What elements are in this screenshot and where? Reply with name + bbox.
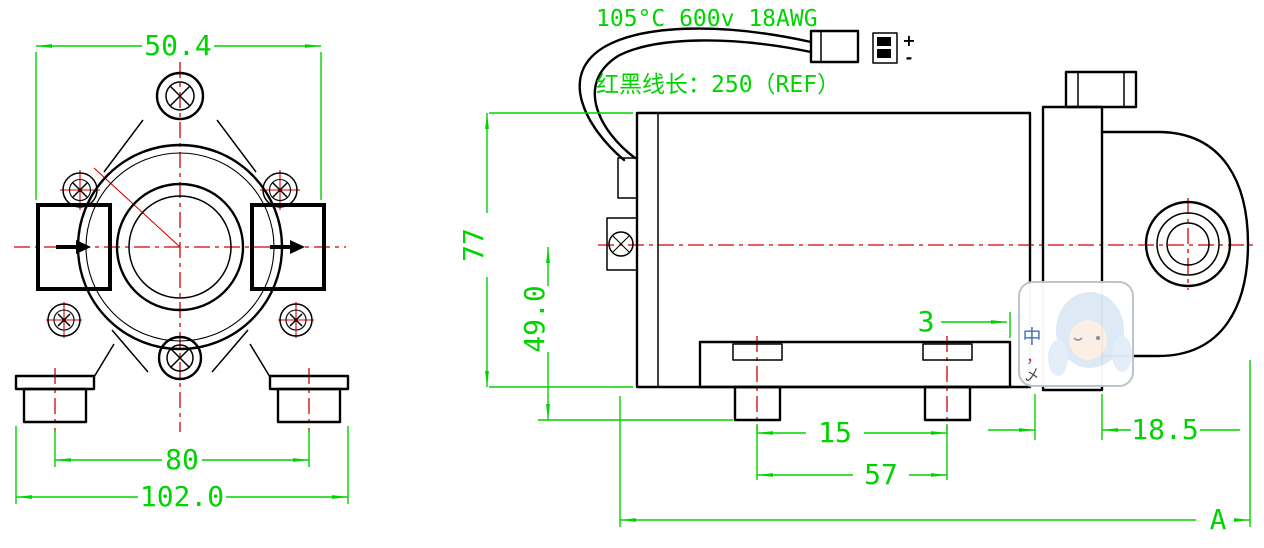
wire-spec-note: 105°C 600v 18AWG [596, 6, 818, 32]
top-screw [155, 71, 205, 121]
dim-height-label: 77 [457, 228, 490, 262]
motor-body [635, 111, 1032, 389]
pump-body-side [606, 70, 1250, 422]
plus-mark: + [902, 31, 915, 50]
dim-foot-slot-label: 15 [818, 416, 852, 449]
wire-length-note: 红黑线长：250（REF） [596, 72, 840, 98]
bottom-screw [157, 335, 203, 381]
pump-front-view: 50.4 80 102.0 [14, 29, 350, 513]
dim-overall-width-label: 102.0 [140, 480, 224, 513]
left-foot [733, 385, 782, 422]
left-mounting-foot [14, 343, 115, 424]
dim-foot-span-label: 57 [864, 458, 898, 491]
minus-mark: - [906, 48, 913, 67]
dim-bolt-span-label: 80 [165, 443, 199, 476]
diaphragm-ring-outer [115, 182, 245, 312]
wire-boss [617, 157, 638, 199]
pump-head-profile [1100, 130, 1250, 358]
front-dimensions: 50.4 80 102.0 [15, 29, 349, 513]
right-mounting-foot [249, 343, 350, 424]
mounting-base [698, 340, 1012, 422]
watermark-glyph-1: 中 [1022, 326, 1041, 348]
watermark-glyph-2: ， [1026, 347, 1042, 366]
terminal-block: + - [872, 31, 916, 67]
side-dimensions: 77 49.0 3 15 57 18.5 [457, 112, 1251, 536]
dim-end-cap-label: 18.5 [1131, 413, 1198, 446]
watermark-glyph-3: 乄 [1025, 368, 1039, 384]
bleed-valve [606, 217, 638, 271]
wire-connector [809, 29, 860, 64]
lower-right-screw [279, 303, 313, 337]
outlet-port-circle [1144, 200, 1232, 288]
outlet-port [250, 203, 326, 291]
dim-center-to-base-label: 49.0 [518, 285, 551, 352]
inlet-port [36, 203, 112, 291]
wire-annotations: 105°C 600v 18AWG 红黑线长：250（REF） [596, 6, 840, 98]
lower-left-screw [47, 303, 81, 337]
watermark-sticker: 中 ， 乄 [1018, 281, 1134, 387]
anime-figure-face [1069, 320, 1107, 360]
dim-gap-label: 3 [918, 305, 935, 338]
terminal-housing [1064, 70, 1138, 109]
right-foot [923, 385, 972, 422]
power-wire [578, 27, 813, 162]
pump-side-view: + - 77 49.0 3 15 [457, 6, 1257, 536]
dim-top-width-label: 50.4 [144, 29, 211, 62]
diaphragm-ring-inner [128, 195, 232, 299]
dim-overall-length-label: A [1210, 503, 1227, 536]
